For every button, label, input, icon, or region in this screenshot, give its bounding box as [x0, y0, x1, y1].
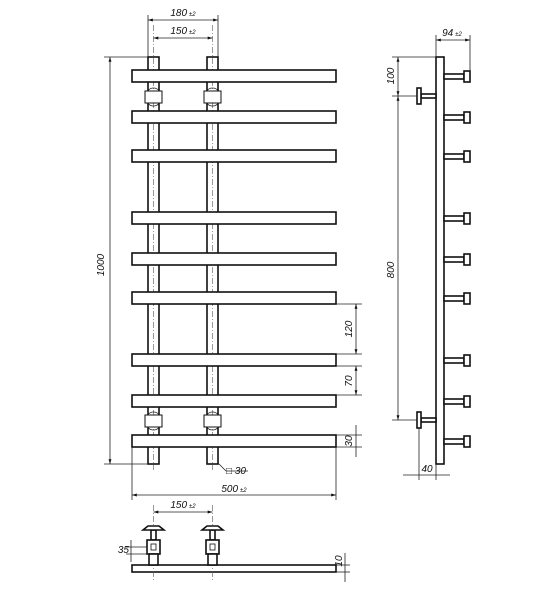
dim-rail-gap: 70 [336, 365, 362, 396]
wall-mount-bottom-left [144, 411, 163, 431]
dim-rail-pitch: 120 [336, 303, 362, 355]
bottom-connector-left [140, 525, 167, 566]
dim-depth: 94±2 [435, 28, 471, 71]
svg-text:1000: 1000 [96, 253, 107, 276]
svg-text:30: 30 [344, 435, 355, 447]
rail [131, 394, 337, 408]
rail [131, 252, 337, 266]
dim-rail-height: 30 [336, 425, 362, 457]
bottom-view: 150±2 35 10 [118, 500, 350, 582]
rail [131, 149, 337, 163]
rail [131, 434, 337, 448]
svg-text:120: 120 [344, 320, 355, 337]
svg-text:100: 100 [386, 67, 397, 84]
svg-text:□ 30: □ 30 [226, 466, 246, 477]
dim-axis-width: 150±2 [153, 26, 213, 40]
side-rail-ends [443, 70, 471, 448]
rail [131, 69, 337, 83]
bottom-rail-bar [131, 564, 337, 573]
rail [131, 353, 337, 367]
dim-bottom-bar: 10 [334, 553, 350, 582]
rail [131, 291, 337, 305]
rail [131, 110, 337, 124]
dim-wall-gap: 40 [403, 428, 450, 480]
dim-height: 1000 [96, 56, 148, 465]
side-vertical-tube [435, 56, 445, 465]
side-wall-bracket-top [416, 87, 437, 105]
wall-mount-top-right [203, 87, 222, 107]
wall-mount-bottom-right [203, 411, 222, 431]
svg-text:800: 800 [386, 261, 397, 278]
wall-mount-top-left [144, 87, 163, 107]
bottom-connector-right [199, 525, 226, 566]
tube-section-note: □ 30 [217, 462, 248, 477]
dim-total-width: 500±2 [131, 447, 337, 500]
side-view: 94±2 100 800 40 [386, 28, 471, 480]
dim-connector-35: 35 [118, 540, 149, 562]
rail [131, 211, 337, 225]
svg-text:150±2: 150±2 [170, 500, 196, 511]
svg-text:70: 70 [344, 375, 355, 387]
dim-mount-spacing: 800 [386, 96, 417, 421]
dim-top-offset: 100 [386, 56, 436, 97]
svg-text:180±2: 180±2 [170, 8, 196, 19]
svg-text:500±2: 500±2 [221, 484, 247, 495]
front-view: 180±2 150±2 1000 120 70 [96, 8, 362, 500]
dim-outer-width: 180±2 [147, 8, 219, 57]
svg-text:40: 40 [421, 464, 433, 475]
svg-text:150±2: 150±2 [170, 26, 196, 37]
svg-text:10: 10 [334, 555, 345, 567]
horizontal-rails [131, 69, 337, 448]
svg-text:94±2: 94±2 [442, 28, 462, 39]
dim-bottom-axis: 150±2 [153, 500, 213, 514]
svg-text:35: 35 [118, 545, 130, 556]
side-wall-bracket-bottom [416, 411, 437, 429]
